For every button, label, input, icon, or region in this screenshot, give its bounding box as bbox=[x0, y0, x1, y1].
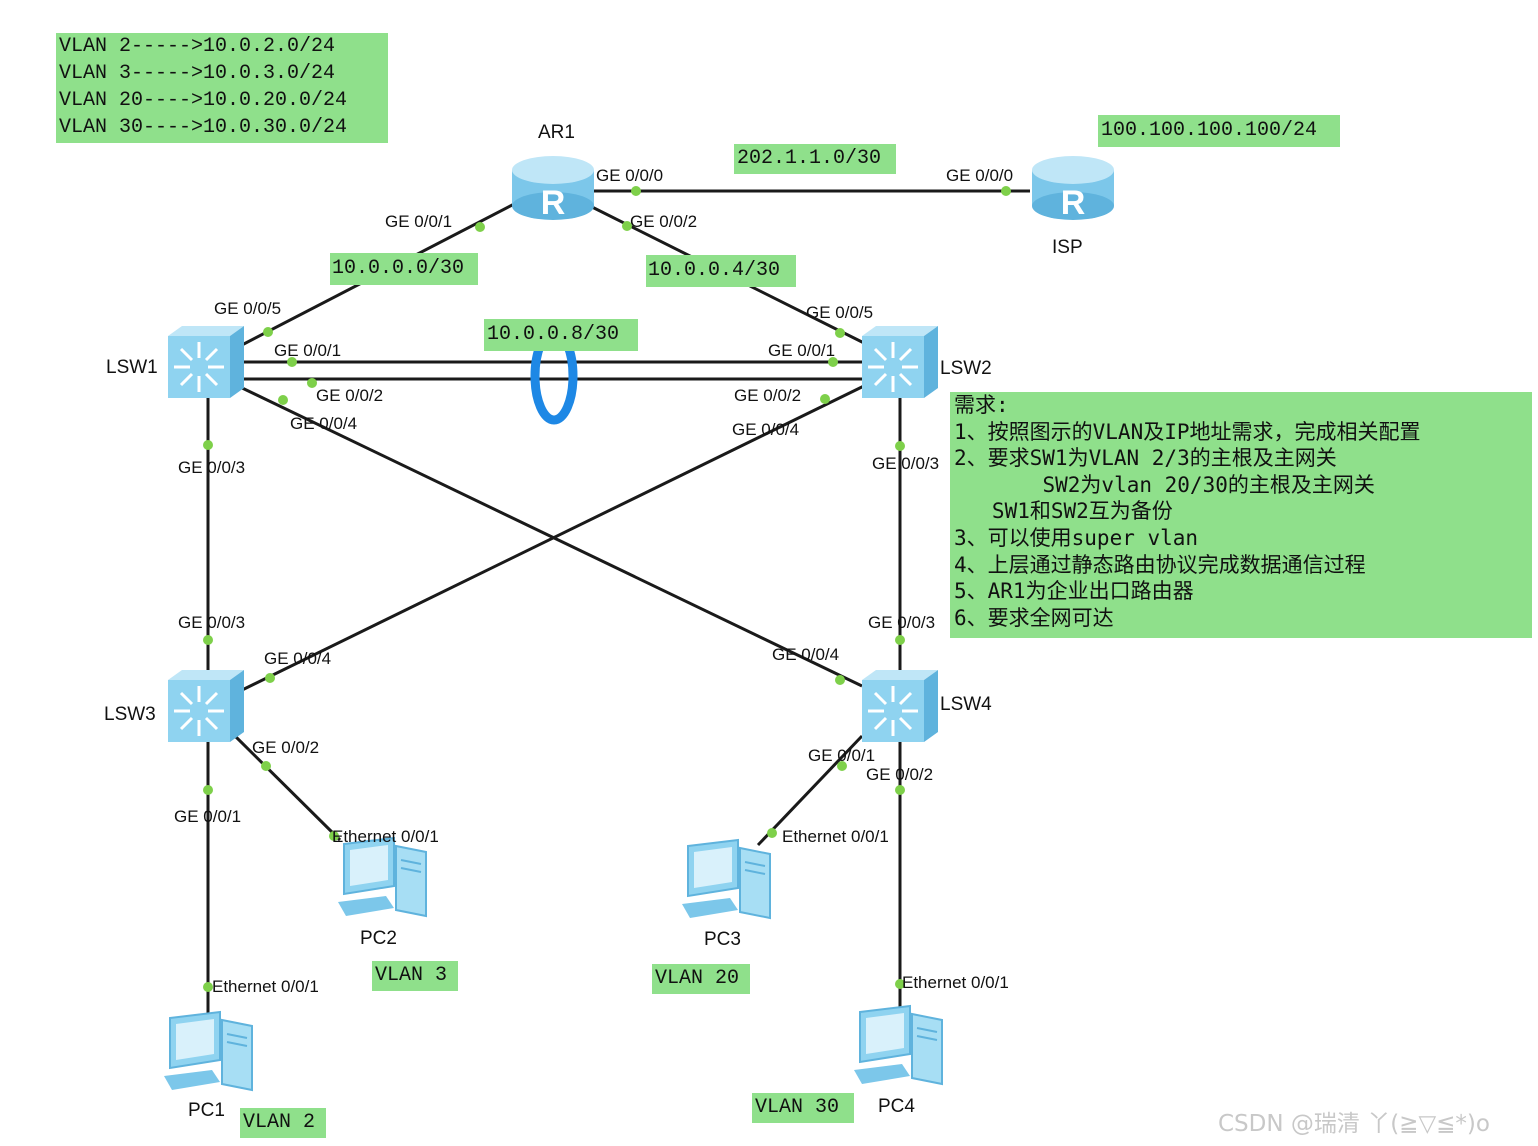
router-icon: R bbox=[512, 156, 594, 222]
pc-pc4[interactable] bbox=[850, 1004, 946, 1090]
switch-lsw4[interactable] bbox=[862, 670, 938, 742]
switch-icon bbox=[862, 326, 938, 398]
pc-icon bbox=[164, 1010, 253, 1092]
vlan-tag: VLAN 3 bbox=[372, 961, 458, 991]
subnet-label: 10.0.0.4/30 bbox=[646, 255, 796, 287]
port-label: Ethernet 0/0/1 bbox=[902, 973, 1009, 992]
port-label: GE 0/0/0 bbox=[946, 166, 1014, 185]
device-name-lsw2: LSW2 bbox=[940, 358, 992, 379]
pc-icon bbox=[682, 838, 771, 920]
requirement-item: 4、上层通过静态路由协议完成数据通信过程 bbox=[954, 552, 1366, 577]
subnet-label: 10.0.0.0/30 bbox=[330, 253, 478, 285]
port-label: GE 0/0/1 bbox=[174, 807, 242, 826]
port-label: GE 0/0/4 bbox=[732, 420, 800, 439]
subnet-label: 10.0.0.8/30 bbox=[484, 319, 638, 351]
requirement-item: 5、AR1为企业出口路由器 bbox=[954, 579, 1194, 604]
requirement-item: SW1和SW2互为备份 bbox=[954, 499, 1173, 524]
port-label: GE 0/0/3 bbox=[868, 613, 936, 632]
pc-icon bbox=[338, 836, 427, 918]
pc-pc2[interactable] bbox=[334, 836, 430, 922]
port-label: GE 0/0/3 bbox=[178, 613, 246, 632]
device-name-lsw4: LSW4 bbox=[940, 694, 992, 715]
requirement-item: SW2为vlan 20/30的主根及主网关 bbox=[954, 472, 1375, 497]
router-isp[interactable]: R bbox=[1030, 150, 1116, 222]
port-label: GE 0/0/2 bbox=[252, 738, 320, 757]
port-label: GE 0/0/4 bbox=[290, 414, 358, 433]
port-label: GE 0/0/0 bbox=[596, 166, 664, 185]
port-label: GE 0/0/5 bbox=[806, 303, 874, 322]
link-lsw4-pc3 bbox=[756, 734, 864, 847]
device-name-ar1: AR1 bbox=[538, 122, 575, 143]
switch-icon bbox=[168, 326, 244, 398]
device-name-pc4: PC4 bbox=[878, 1096, 915, 1117]
router-ar1[interactable]: R bbox=[510, 150, 596, 222]
port-label: GE 0/0/1 bbox=[808, 746, 876, 765]
vlan-map-line: VLAN 3----->10.0.3.0/24 bbox=[59, 62, 336, 85]
pc-icon bbox=[854, 1004, 943, 1086]
switch-lsw1[interactable] bbox=[168, 326, 244, 398]
requirement-item: 2、要求SW1为VLAN 2/3的主根及主网关 bbox=[954, 446, 1337, 471]
switch-lsw3[interactable] bbox=[168, 670, 244, 742]
svg-text:R: R bbox=[1061, 184, 1086, 222]
port-label: GE 0/0/3 bbox=[178, 458, 246, 477]
vlan-tag: VLAN 2 bbox=[240, 1108, 326, 1138]
subnet-label: 100.100.100.100/24 bbox=[1098, 115, 1340, 147]
switch-icon bbox=[168, 670, 244, 742]
pc-pc1[interactable] bbox=[160, 1010, 256, 1096]
device-name-pc3: PC3 bbox=[704, 929, 741, 950]
port-label: GE 0/0/4 bbox=[772, 645, 840, 664]
port-label: GE 0/0/1 bbox=[385, 212, 453, 231]
port-label: GE 0/0/2 bbox=[630, 212, 698, 231]
link-lsw3-pc2 bbox=[232, 733, 342, 842]
subnet-label: 202.1.1.0/30 bbox=[734, 144, 896, 174]
requirement-item: 1、按照图示的VLAN及IP地址需求，完成相关配置 bbox=[954, 419, 1421, 444]
vlan-tag: VLAN 30 bbox=[752, 1093, 854, 1123]
router-icon: R bbox=[1032, 156, 1114, 222]
device-name-pc2: PC2 bbox=[360, 928, 397, 949]
port-label: GE 0/0/5 bbox=[214, 299, 282, 318]
port-label: Ethernet 0/0/1 bbox=[332, 827, 439, 846]
port-label: GE 0/0/2 bbox=[734, 386, 802, 405]
requirement-item: 3、可以使用super vlan bbox=[954, 525, 1199, 550]
vlan-map-line: VLAN 30---->10.0.30.0/24 bbox=[59, 116, 348, 139]
switch-lsw2[interactable] bbox=[862, 326, 938, 398]
port-label: GE 0/0/3 bbox=[872, 454, 940, 473]
link-lsw2-lsw3 bbox=[237, 382, 869, 694]
watermark: CSDN @瑞清 丫(≧▽≦*)o bbox=[1218, 1111, 1490, 1137]
port-label: GE 0/0/2 bbox=[866, 765, 934, 784]
link-lsw1-lsw4 bbox=[237, 384, 863, 688]
requirements-title: 需求: bbox=[954, 393, 1009, 417]
switch-icon bbox=[862, 670, 938, 742]
vlan-tag: VLAN 20 bbox=[652, 964, 750, 994]
vlan-map-line: VLAN 2----->10.0.2.0/24 bbox=[59, 35, 336, 58]
device-name-isp: ISP bbox=[1052, 237, 1083, 258]
port-label: GE 0/0/2 bbox=[316, 386, 384, 405]
port-label: Ethernet 0/0/1 bbox=[782, 827, 889, 846]
device-name-lsw3: LSW3 bbox=[104, 704, 156, 725]
vlan-map-box: VLAN 2----->10.0.2.0/24 VLAN 3----->10.0… bbox=[56, 33, 388, 143]
requirement-item: 6、要求全网可达 bbox=[954, 605, 1114, 630]
pc-pc3[interactable] bbox=[678, 838, 774, 924]
device-name-lsw1: LSW1 bbox=[106, 357, 158, 378]
requirements-note: 需求: 1、按照图示的VLAN及IP地址需求，完成相关配置 2、要求SW1为VL… bbox=[950, 392, 1532, 638]
port-label: Ethernet 0/0/1 bbox=[212, 977, 319, 996]
svg-text:R: R bbox=[541, 184, 566, 222]
port-label: GE 0/0/1 bbox=[768, 341, 836, 360]
vlan-map-line: VLAN 20---->10.0.20.0/24 bbox=[59, 89, 348, 112]
port-label: GE 0/0/4 bbox=[264, 649, 332, 668]
device-name-pc1: PC1 bbox=[188, 1100, 225, 1121]
port-label: GE 0/0/1 bbox=[274, 341, 342, 360]
port-dots bbox=[203, 186, 1011, 992]
